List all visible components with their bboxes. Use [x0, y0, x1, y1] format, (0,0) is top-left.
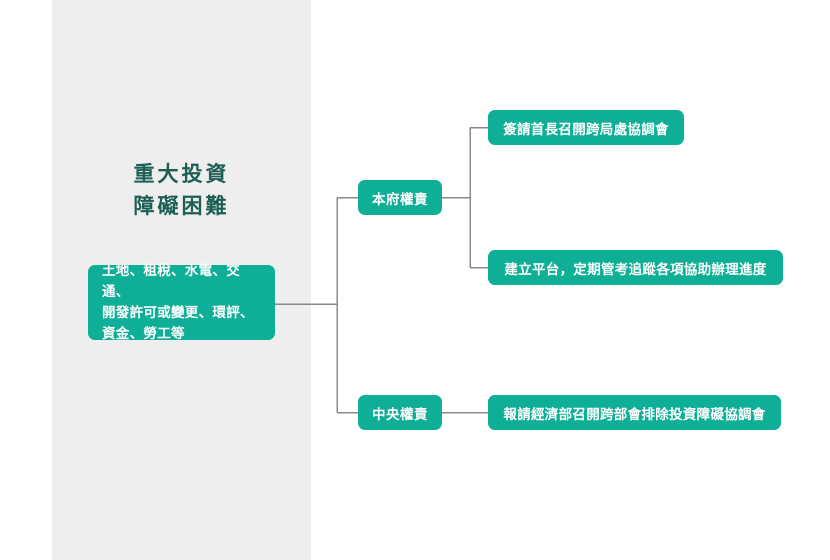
node-branch-central-government-label: 中央權責	[372, 406, 428, 423]
node-branch-local-government-label: 本府權責	[372, 191, 428, 208]
node-root-obstacles[interactable]: 土地、租稅、水電、交通、 開發許可或變更、環評、 資金、勞工等	[88, 263, 275, 342]
node-branch-local-government[interactable]: 本府權責	[358, 180, 442, 215]
node-branch-central-government[interactable]: 中央權責	[358, 395, 442, 430]
node-leaf-chief-coordination-meeting-label: 簽請首長召開跨局處協調會	[503, 121, 669, 138]
node-leaf-platform-tracking[interactable]: 建立平台，定期管考追蹤各項協助辦理進度	[488, 250, 783, 285]
node-leaf-chief-coordination-meeting[interactable]: 簽請首長召開跨局處協調會	[488, 110, 684, 145]
node-leaf-moea-coordination-meeting[interactable]: 報請經濟部召開跨部會排除投資障礙協調會	[488, 395, 781, 430]
node-root-label: 土地、租稅、水電、交通、 開發許可或變更、環評、 資金、勞工等	[102, 262, 254, 342]
node-leaf-moea-coordination-meeting-label: 報請經濟部召開跨部會排除投資障礙協調會	[503, 406, 766, 423]
page-title: 重大投資 障礙困難	[133, 162, 230, 218]
node-leaf-platform-tracking-label: 建立平台，定期管考追蹤各項協助辦理進度	[504, 261, 767, 278]
